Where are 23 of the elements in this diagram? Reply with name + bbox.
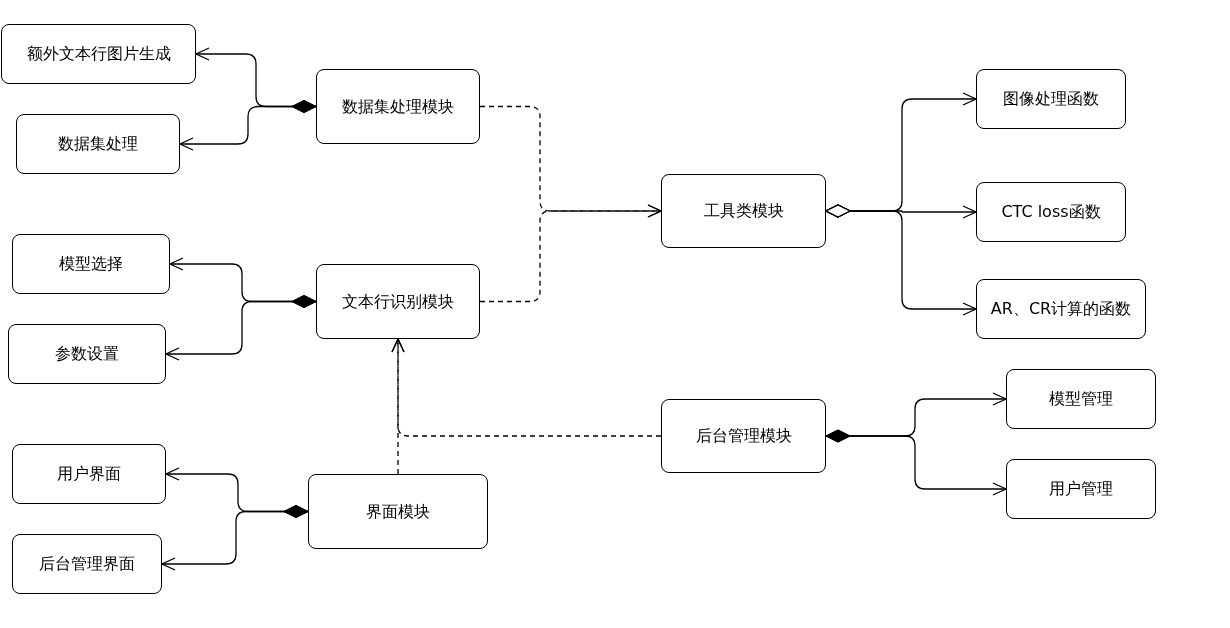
composition-arrow	[165, 295, 317, 361]
module-box: CTC loss函数	[976, 182, 1126, 242]
module-box: 数据集处理模块	[316, 69, 480, 144]
composition-arrow	[825, 204, 977, 316]
module-box: 参数设置	[8, 324, 166, 384]
composition-arrow	[161, 505, 309, 571]
dependency-arrow	[391, 338, 662, 437]
module-box: 文本行识别模块	[316, 264, 480, 339]
module-box: 后台管理模块	[661, 399, 826, 473]
dependency-arrow	[479, 204, 662, 303]
module-box: 模型选择	[12, 234, 170, 294]
module-box: 额外文本行图片生成	[1, 24, 196, 84]
module-box: 模型管理	[1006, 369, 1156, 429]
module-box: 用户管理	[1006, 459, 1156, 519]
module-box: 界面模块	[308, 474, 488, 549]
module-box: 用户界面	[12, 444, 166, 504]
module-box: AR、CR计算的函数	[976, 279, 1146, 339]
module-box: 工具类模块	[661, 174, 826, 248]
module-box: 数据集处理	[16, 114, 180, 174]
composition-arrow	[179, 100, 317, 151]
module-box: 图像处理函数	[976, 69, 1126, 129]
module-box: 后台管理界面	[12, 534, 162, 594]
composition-arrow	[825, 429, 1007, 496]
